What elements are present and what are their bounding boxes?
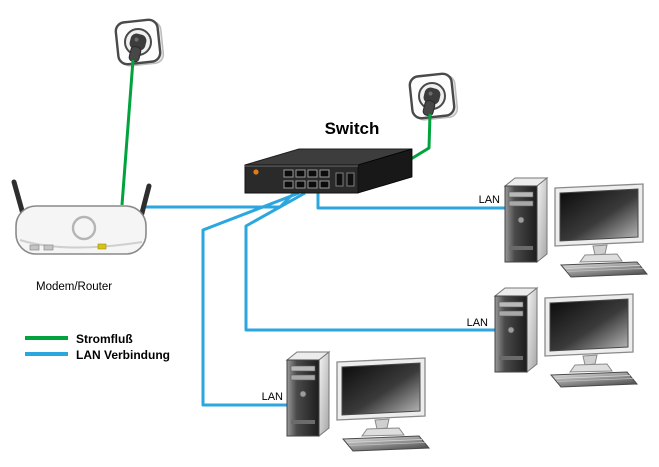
lan-cable-switch-to-pc1 xyxy=(316,193,509,210)
lan-label-pc1: LAN xyxy=(479,194,500,206)
switch-logo xyxy=(253,169,259,175)
legend-lan-label: LAN Verbindung xyxy=(76,348,170,362)
modem-router-device xyxy=(11,179,152,255)
pc-3 xyxy=(286,351,430,452)
power-outlet-1 xyxy=(113,17,166,68)
power-outlet-2 xyxy=(407,71,460,122)
lan-label-pc2: LAN xyxy=(467,317,488,329)
lan-cable-switch-to-pc3 xyxy=(201,191,300,407)
power-cable-outlet-to-modem xyxy=(120,59,135,206)
modem-router-label: Modem/Router xyxy=(36,281,112,293)
legend-power-label: Stromfluß xyxy=(76,332,133,346)
switch-label: Switch xyxy=(325,119,380,138)
switch-device xyxy=(244,148,413,194)
switch-ports xyxy=(283,169,355,189)
lan-cable-switch-to-pc2 xyxy=(244,191,499,332)
pc-2 xyxy=(494,287,638,388)
legend: Stromfluß LAN Verbindung xyxy=(25,332,170,362)
modem-logo-ring xyxy=(71,215,97,241)
lan-label-pc3: LAN xyxy=(262,391,283,403)
pc-1 xyxy=(504,177,648,278)
power-cable-outlet-to-switch xyxy=(405,113,432,164)
